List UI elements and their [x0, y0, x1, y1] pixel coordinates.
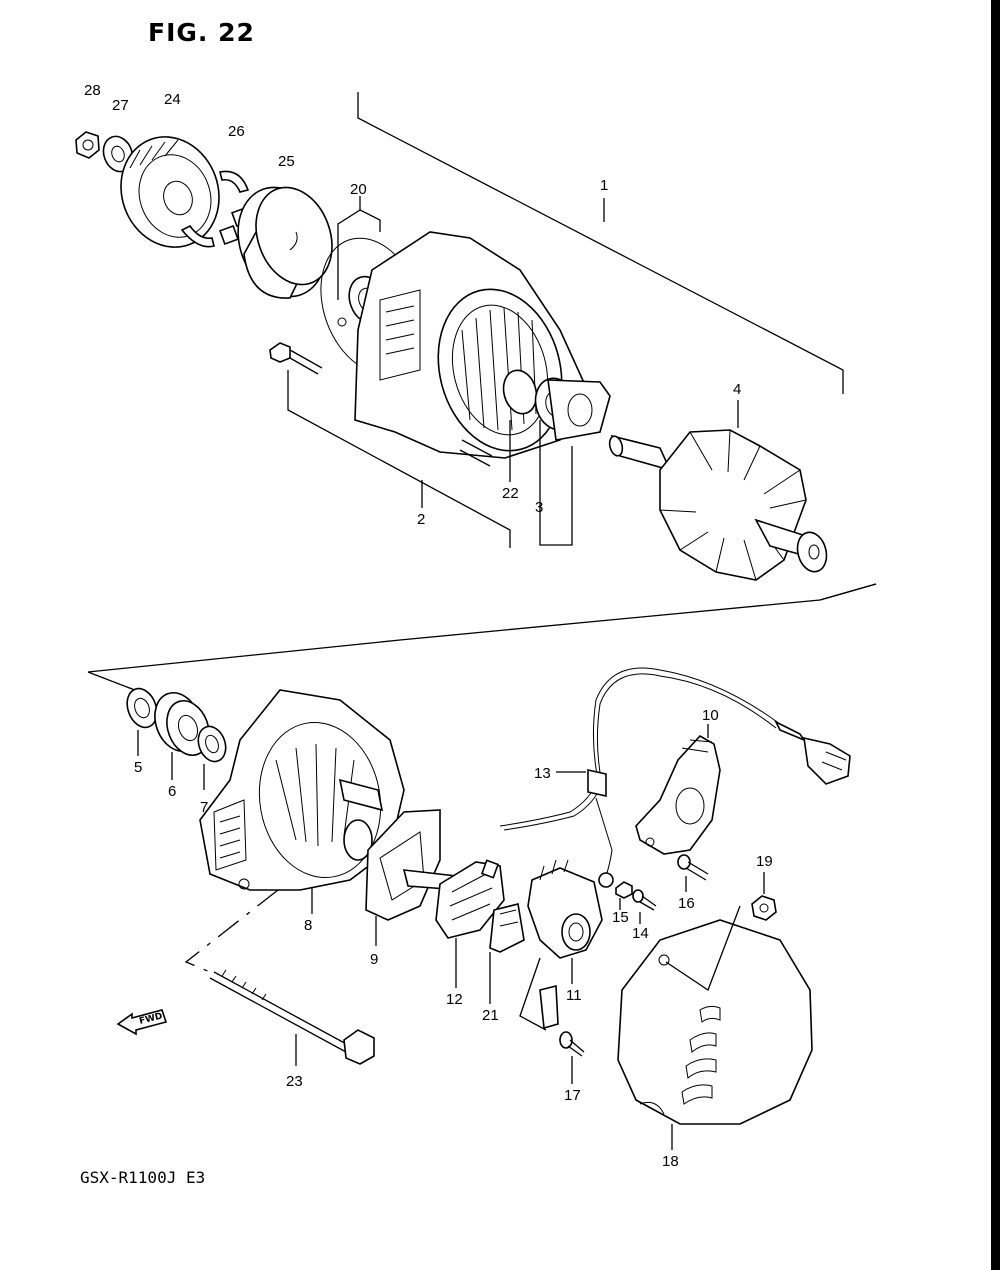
callout-27: 27 — [112, 97, 129, 114]
leader-18-link — [665, 905, 741, 991]
callout-19: 19 — [756, 853, 773, 870]
callout-22: 22 — [502, 485, 519, 502]
part-nut-28 — [75, 131, 100, 159]
callout-1: 1 — [600, 177, 608, 194]
split-line-left — [87, 671, 141, 693]
leader-20b — [337, 209, 361, 300]
model-code-label: GSX-R1100J E3 — [80, 1168, 206, 1187]
callout-4: 4 — [733, 381, 741, 398]
callout-11: 11 — [566, 987, 582, 1004]
callout-13: 13 — [534, 765, 551, 782]
leader-17-link — [519, 957, 547, 1031]
callout-7: 7 — [200, 799, 208, 816]
part-regulator-10 — [635, 734, 721, 855]
assembly-bracket — [357, 92, 844, 394]
part-screw-14 — [632, 889, 657, 911]
part-pulley-24 — [120, 136, 220, 248]
split-line — [87, 583, 877, 673]
part-bolt-left — [269, 342, 323, 375]
part-brush-holder-12 — [435, 859, 505, 939]
leader-20 — [359, 196, 381, 232]
callout-10: 10 — [702, 707, 719, 724]
part-rotor-4 — [608, 429, 828, 581]
part-spacer-5 — [126, 687, 158, 729]
callout-28: 28 — [84, 82, 101, 99]
part-clamp-17 — [539, 984, 585, 1057]
callout-5: 5 — [134, 759, 142, 776]
callout-21: 21 — [482, 1007, 499, 1024]
callout-26: 26 — [228, 123, 245, 140]
part-through-bolt-23 — [209, 969, 375, 1065]
callout-25: 25 — [278, 153, 295, 170]
callout-9: 9 — [370, 951, 378, 968]
callout-2: 2 — [417, 511, 425, 528]
part-insulator-21 — [489, 903, 525, 953]
part-screw-16 — [677, 854, 709, 881]
part-rear-housing-8 — [199, 689, 405, 891]
part-nut-15 — [615, 881, 633, 899]
part-housing-11 — [527, 859, 603, 959]
scan-edge-bar — [991, 0, 1000, 1270]
split-line-right — [819, 583, 877, 601]
part-harness-13 — [499, 667, 851, 888]
callout-8: 8 — [304, 917, 312, 934]
callout-12: 12 — [446, 991, 463, 1008]
callout-15: 15 — [612, 909, 629, 926]
callout-3: 3 — [535, 499, 543, 516]
callout-18: 18 — [662, 1153, 679, 1170]
part-front-housing-2 — [354, 231, 611, 467]
callout-20: 20 — [350, 181, 367, 198]
callout-17: 17 — [564, 1087, 581, 1104]
callout-16: 16 — [678, 895, 695, 912]
part-rear-cover-18 — [617, 919, 813, 1125]
callout-24: 24 — [164, 91, 181, 108]
bolt-axis-line — [184, 889, 279, 973]
callout-6: 6 — [168, 783, 176, 800]
callout-14: 14 — [632, 925, 649, 942]
figure-title: FIG. 22 — [148, 18, 255, 47]
part-seal-7 — [197, 725, 227, 763]
part-nut-19 — [751, 895, 777, 921]
fwd-arrow-icon: FWD — [116, 1009, 168, 1036]
part-fan-25 — [237, 186, 333, 299]
callout-23: 23 — [286, 1073, 303, 1090]
leader-2-bracket — [287, 370, 511, 548]
leader-3 — [539, 420, 573, 546]
